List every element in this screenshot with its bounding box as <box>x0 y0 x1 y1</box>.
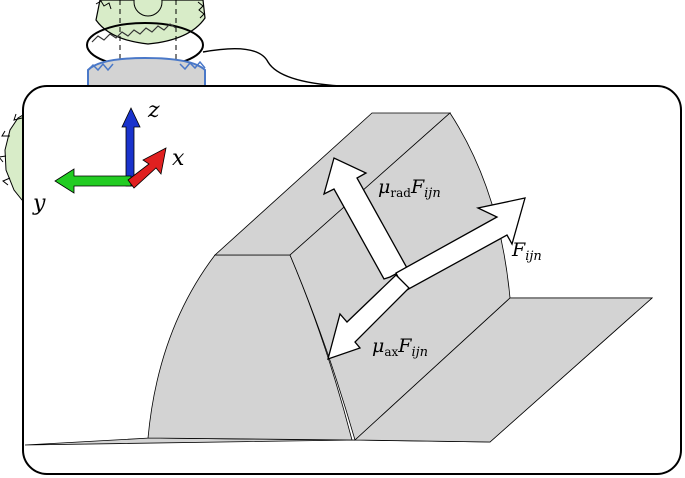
middle-gear-teeth <box>91 23 177 43</box>
axial-force-label: μaxFijn <box>372 335 428 360</box>
radial-force-label: μradFijn <box>378 176 441 201</box>
z-axis-label: z <box>147 98 160 123</box>
normal-force-arrow <box>395 197 526 292</box>
upper-gear-teeth <box>95 0 205 19</box>
normal-force-label: Fijn <box>511 239 542 264</box>
coordinate-triad: z x y <box>32 98 185 216</box>
force-arrows <box>322 157 526 361</box>
tooth-right-floor <box>353 297 654 443</box>
callout-connector <box>202 47 341 87</box>
x-axis-label: x <box>172 146 185 171</box>
gear-overview <box>86 0 341 91</box>
x-axis-arrow <box>127 147 167 189</box>
gear-tooth <box>24 112 654 446</box>
axial-force-arrow <box>327 274 410 361</box>
lower-gear-icon <box>87 56 206 91</box>
y-axis-label: y <box>32 191 46 216</box>
y-axis-arrow <box>54 168 132 194</box>
gear-hub-icon <box>133 0 163 17</box>
radial-force-arrow <box>322 157 408 280</box>
